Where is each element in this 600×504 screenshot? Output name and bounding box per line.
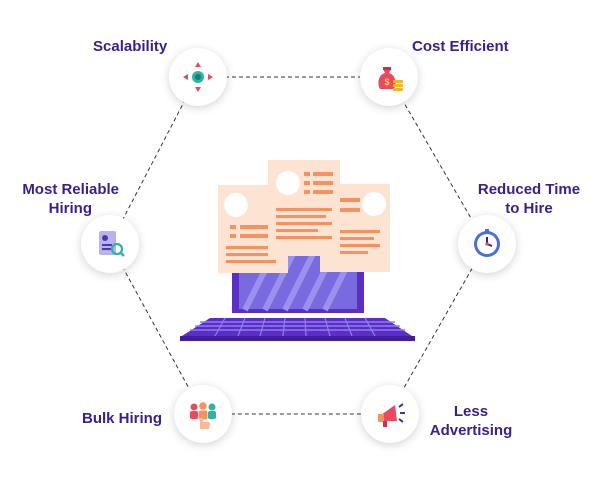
laptop-with-resumes-icon [180,160,415,341]
money-bag-coins-icon: $ [378,67,403,91]
reduced-time-to-hire-label-line2: to Hire [505,200,553,217]
reduced-time-to-hire-node [458,215,516,273]
reduced-time-to-hire-label: Reduced Time to Hire [475,180,583,218]
most-reliable-hiring-label-line1: Most Reliable [22,181,119,198]
svg-text:$: $ [384,77,389,87]
megaphone-icon [378,403,405,427]
candidate-profile-search-icon [99,231,125,257]
less-advertising-label-line2: Advertising [429,422,513,439]
scalability-label: Scalability [93,38,168,55]
group-of-people-icon [190,402,216,429]
less-advertising-node [361,385,419,443]
less-advertising-label: Less Advertising [427,402,515,440]
reduced-time-to-hire-label-line1: Reduced Time [477,181,581,198]
cost-efficient-label: Cost Efficient [412,38,509,55]
scalability-node [169,48,227,106]
most-reliable-hiring-label-line2: Hiring [48,200,92,217]
scalability-arrows-icon [183,62,213,92]
cost-efficient-node: $ [360,48,418,106]
most-reliable-hiring-label: Most Reliable Hiring [16,180,119,218]
bulk-hiring-label: Bulk Hiring [82,410,163,427]
less-advertising-label-line1: Less [453,403,489,420]
clock-icon [474,229,500,257]
bulk-hiring-node [174,385,232,443]
most-reliable-hiring-node [81,215,139,273]
